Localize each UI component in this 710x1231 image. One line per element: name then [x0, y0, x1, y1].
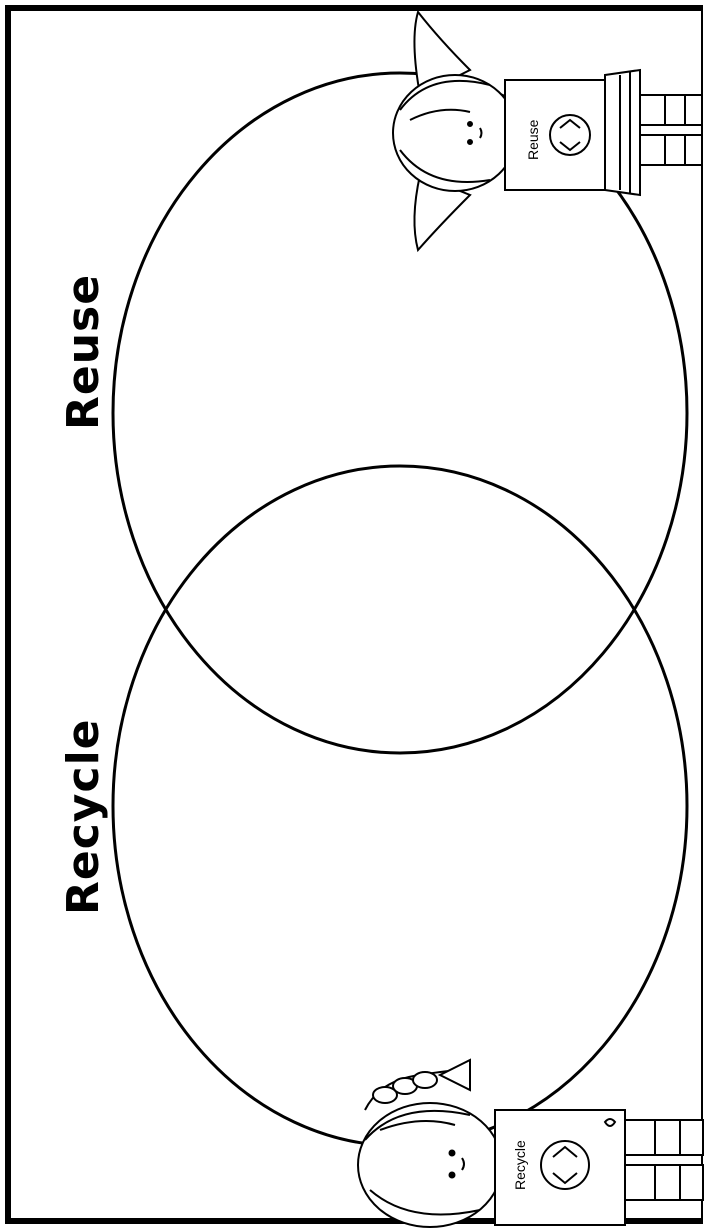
set-label-recycle: Recycle — [58, 719, 109, 916]
set-label-reuse: Reuse — [58, 274, 109, 430]
svg-text:Recycle: Recycle — [512, 1140, 528, 1190]
girl-reuse-illustration: Reuse — [393, 12, 702, 250]
svg-text:Reuse: Reuse — [525, 119, 541, 160]
venn-circle-recycle — [113, 466, 687, 1146]
girl-recycle-illustration: Recycle — [358, 1060, 703, 1227]
